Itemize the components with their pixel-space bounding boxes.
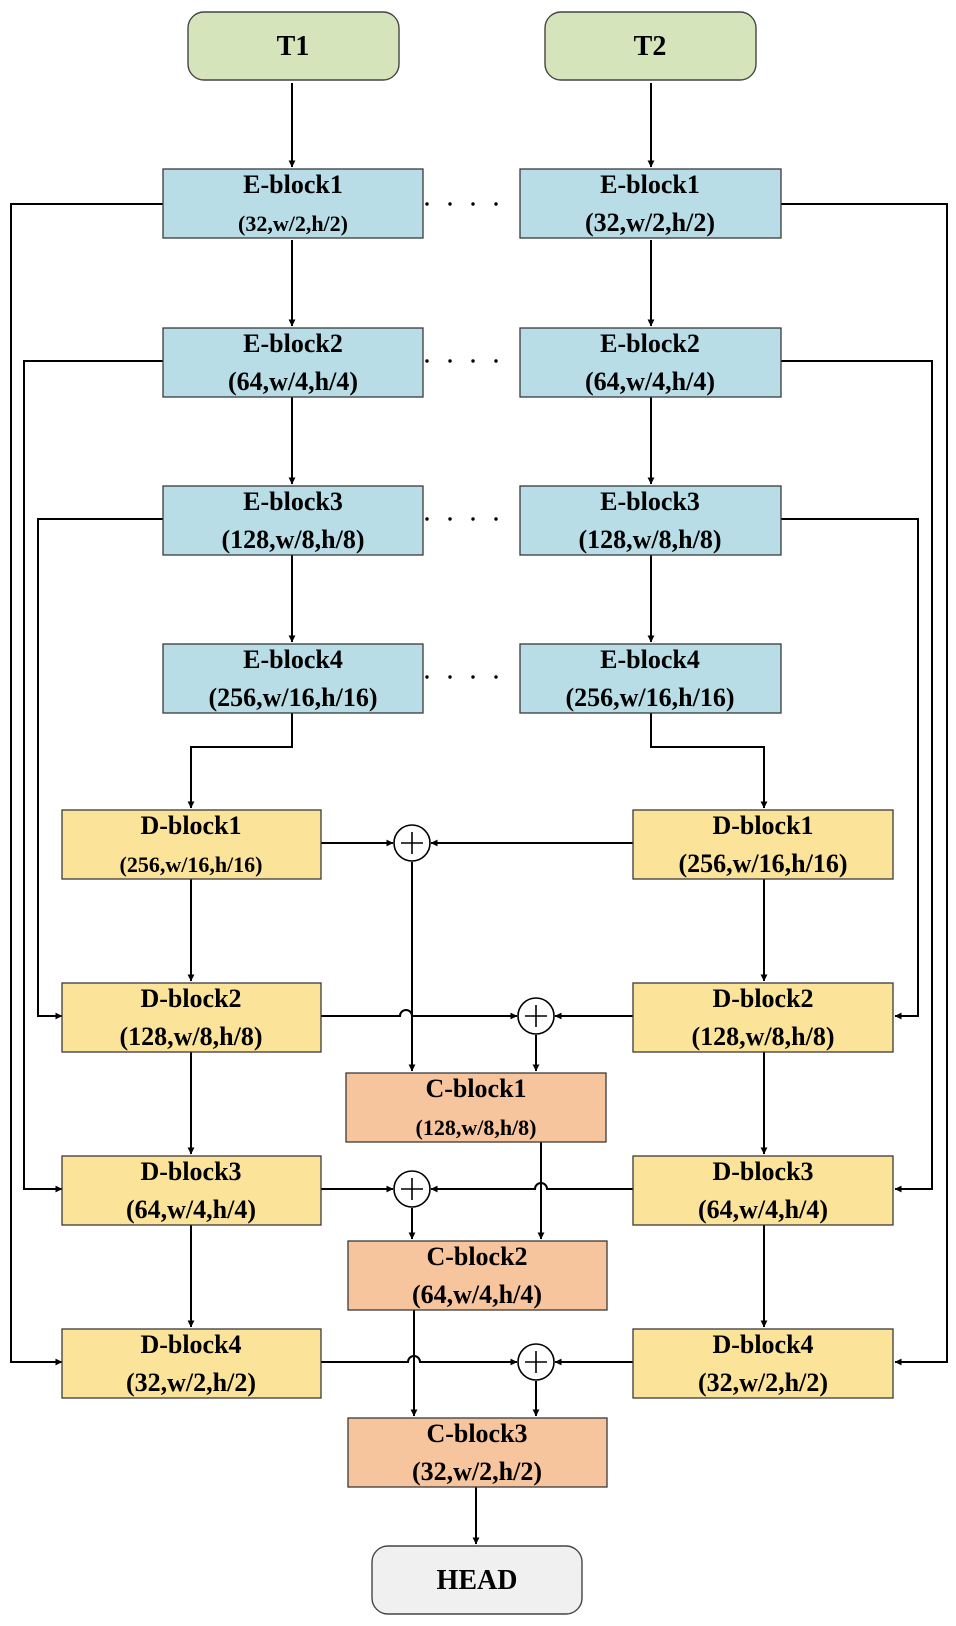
block-shape: (256,w/16,h/16) [120,852,263,877]
block-name: D-block3 [712,1157,813,1186]
block-name: D-block1 [712,811,813,840]
input-t1-label: T1 [277,31,310,62]
block-name: C-block3 [426,1419,527,1448]
decoder-right-block3: D-block3 (64,w/4,h/4) [632,1155,894,1226]
block-name: D-block2 [140,984,241,1013]
decoder-right-block4: D-block4 (32,w/2,h/2) [632,1328,894,1399]
block-name: D-block1 [140,811,241,840]
block-name: E-block3 [243,487,343,516]
block-shape: (128,w/8,h/8) [692,1022,835,1051]
skip-e3-d2-left [37,518,163,1020]
block-name: D-block4 [140,1330,241,1359]
skip-e3-d2-right [781,518,919,1020]
block-name: E-block2 [600,329,700,358]
block-name: C-block2 [426,1242,527,1271]
connections [10,83,948,1545]
encoder-left-block2: E-block2 (64,w/4,h/4) [162,327,424,398]
input-t1: T1 [187,11,400,81]
skip-e2-d3-left [23,360,163,1193]
encoder-left-block1: E-block1 (32,w/2,h/2) [162,168,424,239]
skip-e1-d4-left [10,203,163,1366]
block-shape: (32,w/2,h/2) [698,1368,828,1397]
block-shape: (128,w/8,h/8) [416,1115,537,1140]
input-t2-label: T2 [634,31,667,62]
decoder-left-block4: D-block4 (32,w/2,h/2) [61,1328,322,1399]
block-name: E-block3 [600,487,700,516]
block-shape: (256,w/16,h/16) [209,683,378,712]
circle-plus-icon [517,1343,555,1381]
encoder-left-block4: E-block4 (256,w/16,h/16) [162,643,424,714]
encoder-right-block3: E-block3 (128,w/8,h/8) [519,485,782,556]
block-shape: (32,w/2,h/2) [126,1368,256,1397]
decoder-left-block2: D-block2 (128,w/8,h/8) [61,982,322,1053]
block-shape: (64,w/4,h/4) [585,367,715,396]
circle-plus-icon [517,997,555,1035]
decoder-left-block3: D-block3 (64,w/4,h/4) [61,1155,322,1226]
head-node: HEAD [371,1545,583,1615]
head-label: HEAD [437,1565,518,1596]
horizontal-ellipsis-icon [425,202,498,679]
edge-d2-left-to-sum2 [321,1009,518,1020]
block-shape: (64,w/4,h/4) [228,367,358,396]
encoder-left-block3: E-block3 (128,w/8,h/8) [162,485,424,556]
block-shape: (64,w/4,h/4) [698,1195,828,1224]
combine-block3: C-block3 (32,w/2,h/2) [347,1417,608,1488]
block-name: D-block4 [712,1330,813,1359]
edge-e4-d1-right [650,713,768,809]
circle-plus-icon [393,1170,431,1208]
block-name: D-block3 [140,1157,241,1186]
skip-e2-d3-right [781,360,933,1193]
block-shape: (32,w/2,h/2) [238,211,348,236]
block-shape: (64,w/4,h/4) [126,1195,256,1224]
encoder-right-block4: E-block4 (256,w/16,h/16) [519,643,782,714]
input-t2: T2 [544,11,757,81]
block-shape: (128,w/8,h/8) [579,525,722,554]
block-name: E-block4 [600,645,700,674]
encoder-right-block2: E-block2 (64,w/4,h/4) [519,327,782,398]
block-shape: (128,w/8,h/8) [222,525,365,554]
block-name: E-block4 [243,645,343,674]
block-name: E-block1 [600,170,700,199]
decoder-right-block1: D-block1 (256,w/16,h/16) [632,809,894,880]
block-shape: (256,w/16,h/16) [679,849,848,878]
block-shape: (256,w/16,h/16) [566,683,735,712]
block-name: E-block1 [243,170,343,199]
encoder-right-block1: E-block1 (32,w/2,h/2) [519,168,782,239]
edge-d3-right-to-sum3 [430,1182,633,1193]
block-shape: (128,w/8,h/8) [120,1022,263,1051]
combine-block1: C-block1 (128,w/8,h/8) [345,1072,607,1143]
circle-plus-icon [393,824,431,862]
edge-d4-left-to-sum4 [321,1355,518,1366]
block-shape: (32,w/2,h/2) [585,208,715,237]
skip-e1-d4-right [781,203,948,1366]
block-name: E-block2 [243,329,343,358]
block-shape: (32,w/2,h/2) [412,1457,542,1486]
block-name: C-block1 [425,1074,526,1103]
block-shape: (64,w/4,h/4) [412,1280,542,1309]
combine-block2: C-block2 (64,w/4,h/4) [347,1240,608,1311]
decoder-right-block2: D-block2 (128,w/8,h/8) [632,982,894,1053]
decoder-left-block1: D-block1 (256,w/16,h/16) [61,809,322,880]
block-name: D-block2 [712,984,813,1013]
edge-e4-d1-left [187,713,293,809]
